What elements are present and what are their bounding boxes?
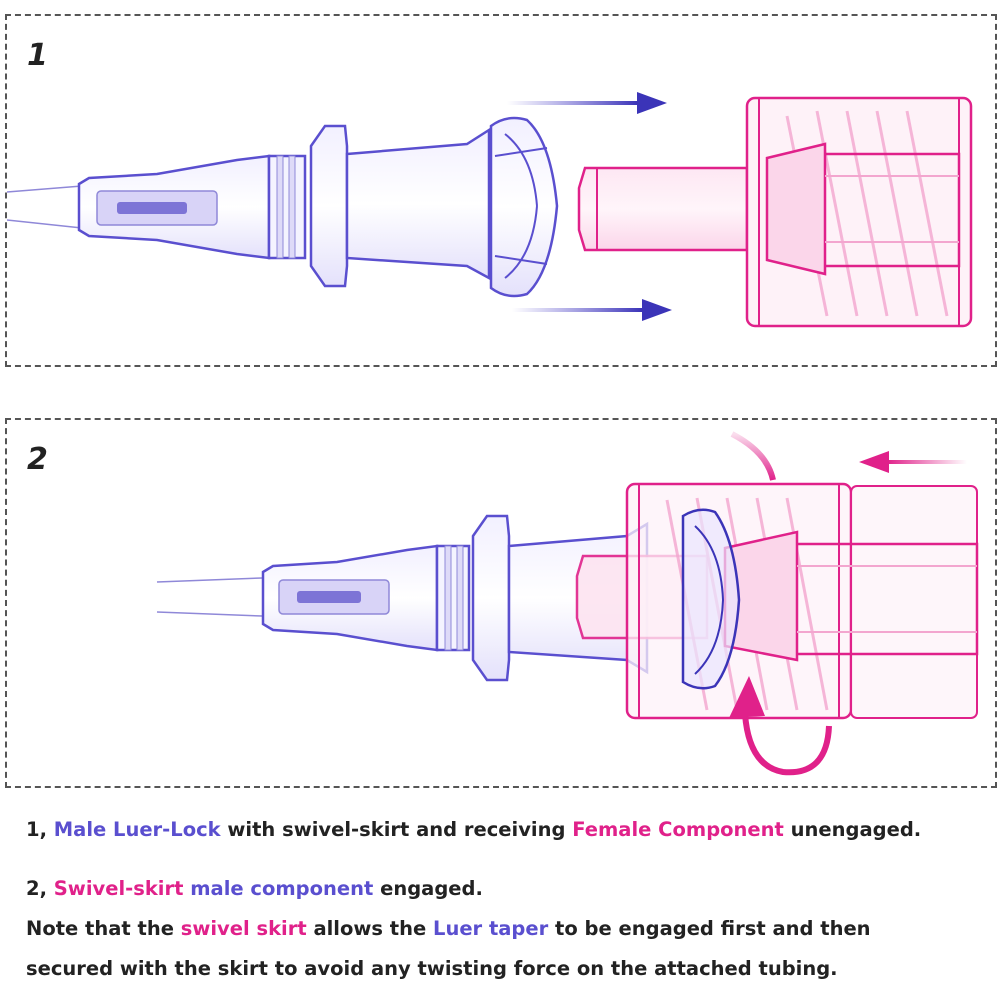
male-luer-lock-term: Male Luer-Lock (53, 818, 221, 841)
female-component (575, 482, 979, 720)
caption-text: to be engaged first and then (548, 917, 871, 940)
caption-line-2: 2, Swivel-skirt male component engaged. (26, 877, 483, 900)
female-component-term: Female Component (572, 818, 784, 841)
male-component-term: male component (183, 877, 374, 900)
male-luer-lock (77, 116, 559, 298)
caption-prefix: 1, (26, 818, 54, 841)
caption-text: Note that the (26, 917, 181, 940)
caption-text: engaged. (373, 877, 483, 900)
unengaged-illustration (7, 92, 973, 328)
tubing (156, 577, 263, 617)
caption-prefix: 2, (26, 877, 54, 900)
arrow-left-icon (859, 451, 967, 473)
swivel-skirt-term: swivel skirt (180, 917, 307, 940)
caption-text: unengaged. (783, 818, 922, 841)
caption-line-4: secured with the skirt to avoid any twis… (26, 957, 838, 980)
step-number: 2 (27, 442, 48, 477)
caption-line-3: Note that the swivel skirt allows the Lu… (26, 917, 871, 940)
tubing (7, 185, 83, 229)
step-1-panel: 1 (5, 14, 997, 367)
luer-taper-term: Luer taper (433, 917, 549, 940)
swivel-skirt-term: Swivel-skirt (53, 877, 184, 900)
rotation-arrow-icon (729, 431, 832, 776)
caption-text: secured with the skirt to avoid any twis… (26, 957, 838, 980)
arrow-right-icon (507, 92, 672, 321)
caption-line-1: 1, Male Luer-Lock with swivel-skirt and … (26, 818, 921, 841)
caption-text: with swivel-skirt and receiving (220, 818, 573, 841)
female-component (577, 96, 973, 328)
step-2-panel: 2 (5, 418, 997, 788)
swivel-skirt (681, 508, 741, 690)
caption-text: allows the (306, 917, 434, 940)
engaged-illustration (156, 431, 979, 776)
step-number: 1 (27, 38, 48, 73)
